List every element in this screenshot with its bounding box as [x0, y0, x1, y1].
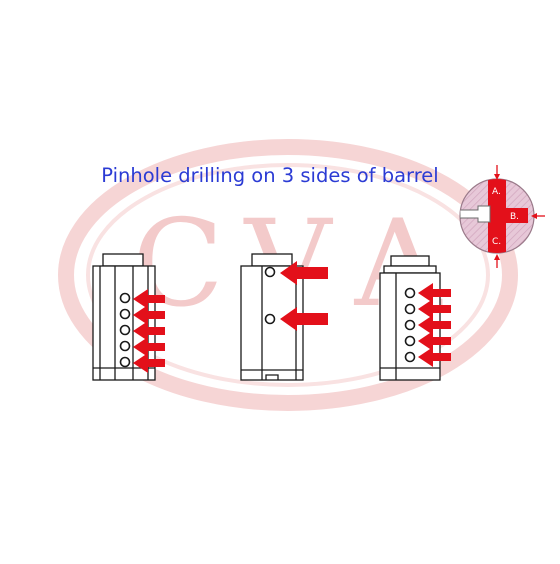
arrows-side-c	[418, 283, 451, 367]
diagram-title: Pinhole drilling on 3 sides of barrel	[101, 164, 439, 187]
watermark-inner-ring	[86, 163, 490, 387]
pinholes-side-a	[119, 292, 131, 368]
pinholes-side-c	[404, 287, 416, 363]
label-b: B.	[510, 212, 519, 222]
barrel-cross-section: A. B. C.	[459, 165, 545, 268]
arrows-side-a	[133, 289, 165, 373]
arrows-side-b	[280, 261, 328, 331]
watermark-outer-ring	[58, 139, 518, 411]
label-a: A.	[492, 187, 501, 197]
pinholes-side-b	[264, 266, 276, 325]
pinhole-channel-horizontal	[488, 208, 528, 223]
label-c: C.	[492, 237, 501, 247]
keyway-slot	[460, 205, 491, 223]
direction-arrows	[494, 165, 545, 268]
